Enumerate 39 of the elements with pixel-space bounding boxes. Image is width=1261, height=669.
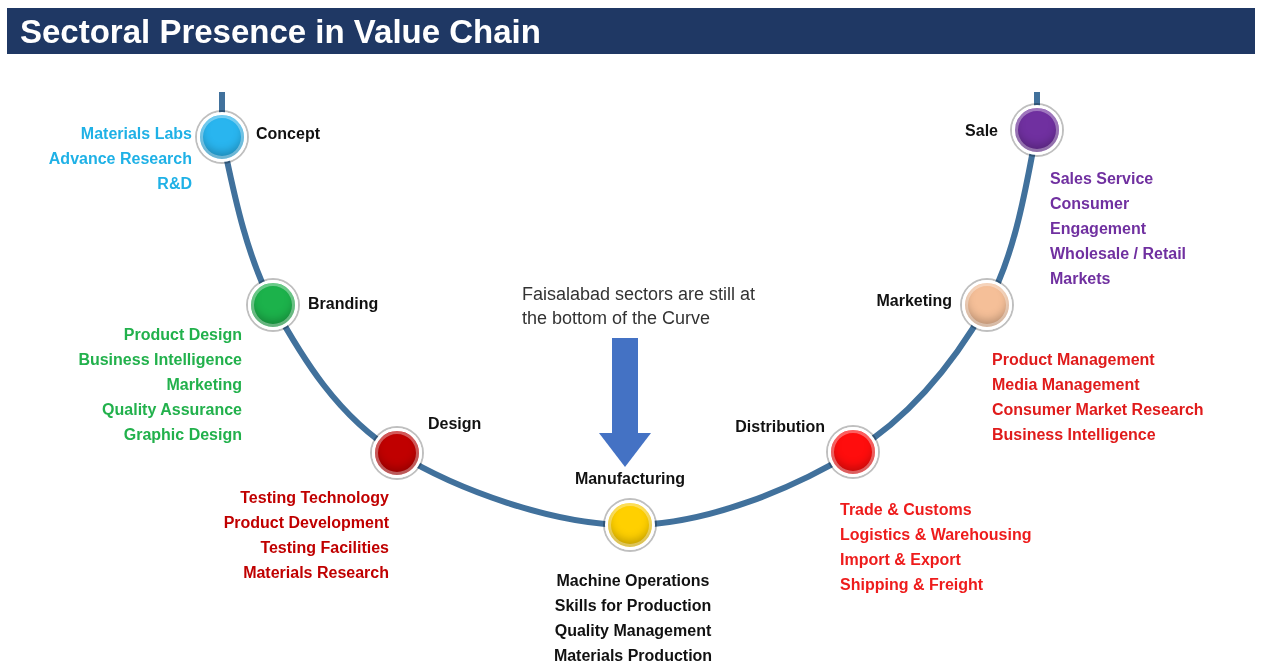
stage-label: Distribution <box>734 417 825 437</box>
activity-item: Sales Service <box>1050 169 1155 189</box>
activity-item: Materials Labs <box>79 124 192 144</box>
activity-item: Media Management <box>992 375 1141 395</box>
activity-item: Testing Technology <box>239 488 389 508</box>
activity-item: Markets <box>1050 269 1112 289</box>
activity-item: Marketing <box>165 375 242 395</box>
activity-item: Quality Management <box>553 621 713 641</box>
activity-item: Shipping & Freight <box>840 575 985 595</box>
activity-item: Product Design <box>122 325 242 345</box>
title: Sectoral Presence in Value Chain <box>20 13 541 51</box>
activity-item: Testing Facilities <box>259 538 389 558</box>
note-text: Faisalabad sectors are still at the bottom of the Curve <box>522 283 757 330</box>
activity-item: Business Intelligence <box>77 350 242 370</box>
activity-item: Trade & Customs <box>840 500 973 520</box>
activity-item: Skills for Production <box>553 596 713 616</box>
stage-label: Sale <box>964 121 998 141</box>
activity-item: Product Development <box>222 513 389 533</box>
stage-label: Manufacturing <box>573 469 687 489</box>
activity-item: Consumer <box>1050 194 1131 214</box>
stage-label: Concept <box>256 124 321 144</box>
activity-item: Import & Export <box>840 550 962 570</box>
stage-label: Design <box>428 414 483 434</box>
activity-item: Advance Research <box>47 149 192 169</box>
activity-item: R&D <box>156 174 192 194</box>
stage-label: Branding <box>308 294 380 314</box>
activity-item: Wholesale / Retail <box>1050 244 1188 264</box>
activity-item: Logistics & Warehousing <box>840 525 1033 545</box>
activity-item: Quality Assurance <box>101 400 242 420</box>
activity-item: Machine Operations <box>555 571 711 591</box>
arrow <box>599 338 651 467</box>
activity-item: Business Intelligence <box>992 425 1157 445</box>
activity-item: Engagement <box>1050 219 1147 239</box>
activity-item: Product Management <box>992 350 1156 370</box>
activity-item: Graphic Design <box>122 425 242 445</box>
activity-item: Materials Research <box>242 563 389 583</box>
activity-item: Consumer Market Research <box>992 400 1205 420</box>
activity-item: Materials Production <box>552 646 714 666</box>
stage-label: Marketing <box>875 291 952 311</box>
